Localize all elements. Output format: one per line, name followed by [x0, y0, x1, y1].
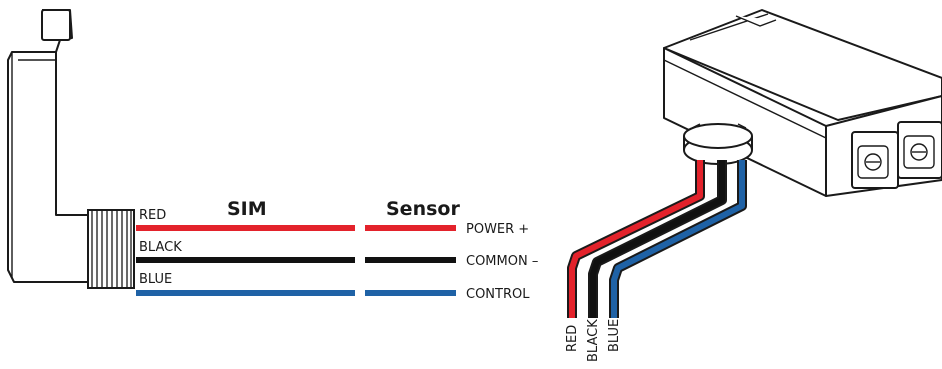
- sim-header: SIM: [227, 198, 267, 220]
- lead-label-red: RED: [565, 325, 580, 352]
- power-label: POWER +: [466, 222, 529, 237]
- wire-label-blue: BLUE: [139, 272, 172, 287]
- sensor-leads: [567, 160, 747, 318]
- sensor-wires: [365, 225, 456, 296]
- sim-thread: [87, 209, 135, 289]
- sensor-device: [663, 9, 942, 197]
- lead-label-blue: BLUE: [607, 319, 622, 352]
- sensor-header: Sensor: [386, 198, 460, 220]
- lead-label-black: BLACK: [586, 319, 601, 362]
- wire-label-black: BLACK: [139, 240, 182, 255]
- sim-body: [7, 9, 89, 283]
- sensor-gland: [683, 123, 753, 165]
- sensor-lead-black: [590, 160, 725, 318]
- sim-wires: [136, 225, 355, 296]
- sensor-lead-red: [569, 160, 703, 318]
- common-label: COMMON –: [466, 254, 538, 269]
- control-label: CONTROL: [466, 287, 530, 302]
- sensor-lead-blue: [611, 160, 745, 318]
- wire-label-red: RED: [139, 208, 166, 223]
